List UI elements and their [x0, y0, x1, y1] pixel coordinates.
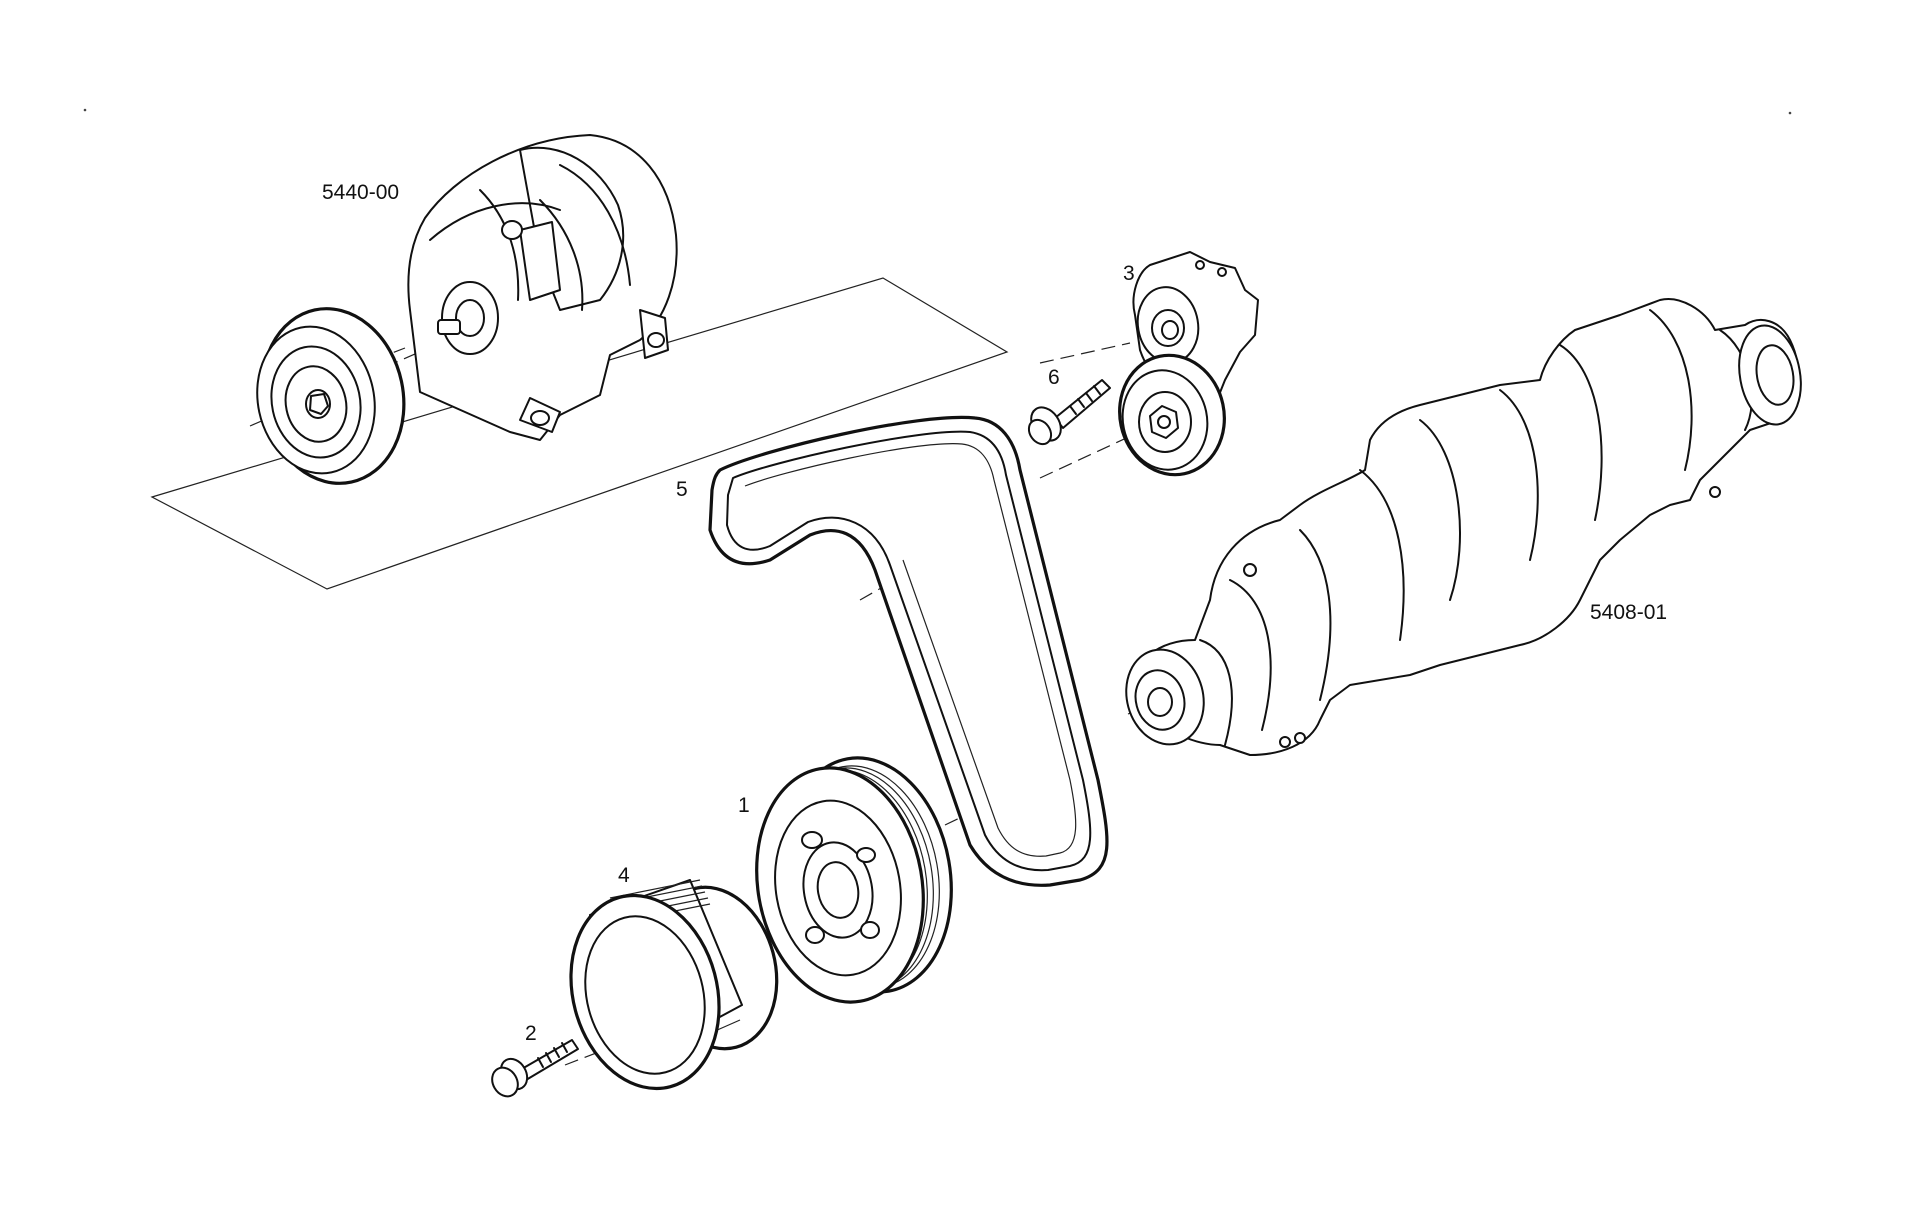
label-crankshaft: 5408-01: [1590, 601, 1667, 624]
alternator: [407, 134, 678, 441]
alternator-exploded-frame: [150, 277, 1009, 590]
part-labels: 5440-00 5408-01 1 2 3 4 5 6: [322, 181, 1667, 1045]
label-part-3: 3: [1123, 262, 1135, 285]
alternator-pulley: [256, 307, 406, 485]
label-alternator: 5440-00: [322, 181, 399, 204]
label-part-4: 4: [618, 864, 630, 887]
bolt-2: [491, 1039, 579, 1098]
damper-pulley: [569, 879, 779, 1091]
label-part-6: 6: [1048, 366, 1060, 389]
crankshaft: [1125, 298, 1802, 756]
bolt-6: [1027, 379, 1111, 446]
tensioner-pulley: [1118, 353, 1226, 477]
label-part-1: 1: [738, 794, 750, 817]
label-part-5: 5: [676, 478, 688, 501]
corner-marks: [83, 108, 1792, 115]
crankshaft-pulley: [755, 756, 953, 1004]
serpentine-belt: [708, 415, 1109, 887]
label-part-2: 2: [525, 1022, 537, 1045]
